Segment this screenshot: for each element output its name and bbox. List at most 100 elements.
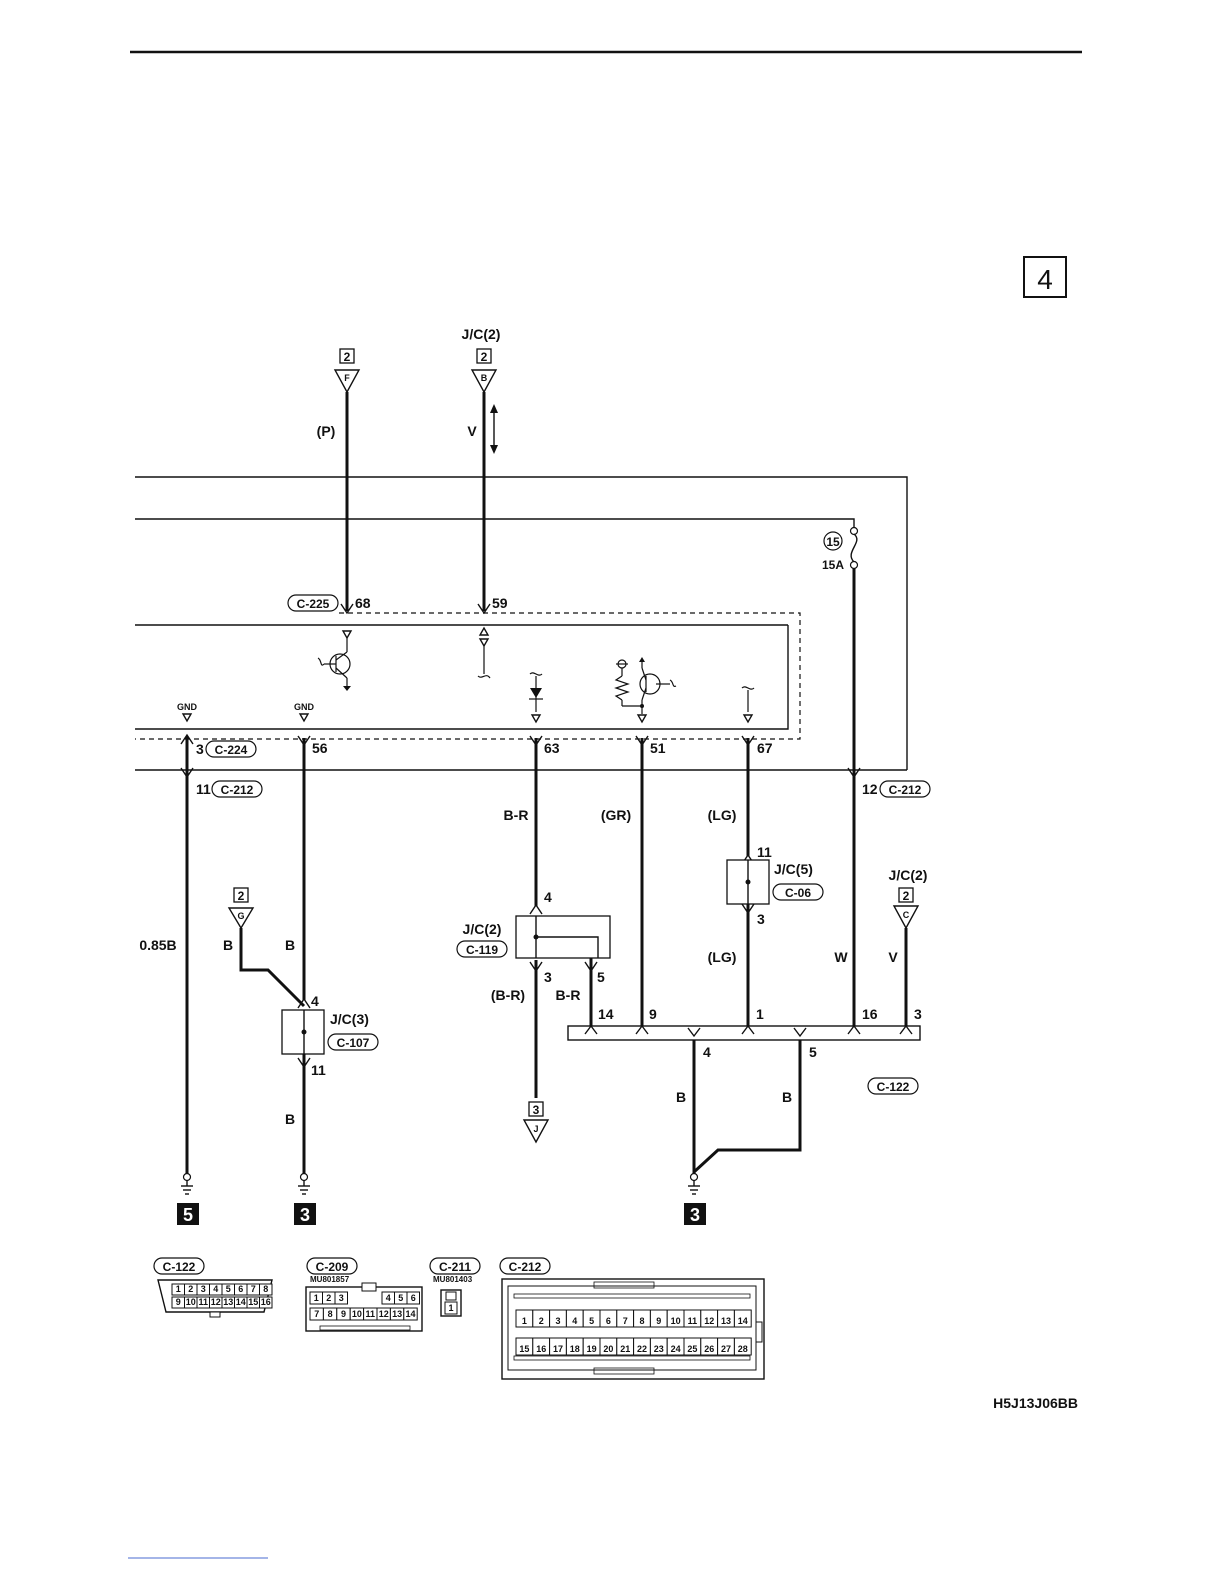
svg-text:2: 2: [344, 350, 351, 364]
wire-b-dlc-5: [692, 1040, 802, 1174]
svg-text:F: F: [344, 373, 350, 383]
page-number: 4: [1037, 264, 1053, 295]
svg-text:3: 3: [690, 1205, 700, 1225]
wire-label-b-dlc-5: B: [782, 1089, 792, 1105]
junction-jc3: 4 J/C(3) C-107 11: [281, 993, 379, 1078]
svg-text:J: J: [533, 1124, 538, 1134]
c212-pin-12: 12: [704, 1316, 714, 1326]
c212-pin-20: 20: [603, 1344, 613, 1354]
c212-pin-25: 25: [687, 1344, 697, 1354]
wire-b-r: [529, 735, 543, 1098]
jc2-top-label: J/C(2): [462, 326, 501, 342]
c212-pin-6: 6: [606, 1316, 611, 1326]
svg-text:C-212: C-212: [889, 783, 922, 797]
wire-color-p: (P): [317, 423, 336, 439]
c212-pin-22: 22: [637, 1344, 647, 1354]
svg-text:C-107: C-107: [337, 1036, 370, 1050]
svg-text:2: 2: [481, 350, 488, 364]
c212-pin-1: 1: [522, 1316, 527, 1326]
c212-pin-4: 4: [572, 1316, 577, 1326]
svg-text:C-225: C-225: [297, 597, 330, 611]
svg-text:B: B: [481, 373, 488, 383]
c212-pin-19: 19: [587, 1344, 597, 1354]
page-number-box: [1023, 256, 1067, 298]
c209-pin-8: 8: [328, 1309, 333, 1319]
c212-pin-3: 3: [555, 1316, 560, 1326]
wire-w: [847, 568, 861, 1036]
c212-pin-28: 28: [738, 1344, 748, 1354]
c122-pin-13: 13: [223, 1297, 233, 1307]
c212-pin-21: 21: [620, 1344, 630, 1354]
connector-view-label-c-212: C-212: [499, 1257, 551, 1275]
c212-pin-26: 26: [704, 1344, 714, 1354]
ref-connector-b: 2 B: [470, 348, 498, 394]
c209-pin-6: 6: [411, 1293, 416, 1303]
wire-label-b-r: B-R: [504, 807, 529, 823]
c122-pin-3: 3: [201, 1284, 206, 1294]
c212-pin-8: 8: [639, 1316, 644, 1326]
dlc-pin-14: 14: [598, 1006, 614, 1022]
c212-pin-2: 2: [539, 1316, 544, 1326]
c122-pin-1: 1: [176, 1284, 181, 1294]
wire-label-v-right: V: [888, 949, 898, 965]
wire-gr: [635, 735, 649, 1036]
svg-text:11: 11: [757, 844, 772, 860]
pin-63: 63: [544, 740, 560, 756]
dlc-pin-5: 5: [809, 1044, 817, 1060]
fuse-15: 15 15A: [822, 526, 859, 572]
svg-text:J/C(5): J/C(5): [774, 861, 813, 877]
dlc-pin-3: 3: [914, 1006, 922, 1022]
connector-view-label-c-122: C-122: [153, 1257, 205, 1275]
wire-0-85b: [180, 733, 194, 1174]
c122-pin-10: 10: [186, 1297, 196, 1307]
svg-text:3: 3: [300, 1205, 310, 1225]
connector-view-c211: 1: [440, 1289, 462, 1317]
svg-text:4: 4: [544, 889, 552, 905]
gnd-label-2: GND: [294, 702, 315, 712]
wire-color-v-top: V: [467, 423, 477, 439]
c209-pin-4: 4: [386, 1293, 391, 1303]
c212-pin-23: 23: [654, 1344, 664, 1354]
wire-b-from-g: [239, 928, 306, 1008]
pin-59: 59: [492, 595, 508, 611]
svg-text:5: 5: [597, 969, 605, 985]
wire-label-b-lower: B: [285, 1111, 295, 1127]
dlc-pin-16: 16: [862, 1006, 878, 1022]
gnd-label-1: GND: [177, 702, 198, 712]
svg-text:MU801857: MU801857: [310, 1275, 350, 1284]
c122-pin-7: 7: [251, 1284, 256, 1294]
c209-pin-12: 12: [379, 1309, 389, 1319]
svg-text:3: 3: [757, 911, 765, 927]
harness-inner-frame: [135, 518, 855, 527]
input-icon-59: [477, 646, 491, 679]
c209-pin-2: 2: [326, 1293, 331, 1303]
c212-pin-7: 7: [623, 1316, 628, 1326]
svg-text:4: 4: [311, 993, 319, 1009]
c209-pin-11: 11: [366, 1309, 376, 1319]
wire-label-0-85b: 0.85B: [139, 937, 176, 953]
c122-pin-6: 6: [238, 1284, 243, 1294]
svg-text:MU801403: MU801403: [433, 1275, 473, 1284]
c212-pin-5: 5: [589, 1316, 594, 1326]
dlc-pin-4: 4: [703, 1044, 711, 1060]
wire-label-b-g: B: [223, 937, 233, 953]
c209-pin-7: 7: [314, 1309, 319, 1319]
wire-b-56: [297, 735, 311, 1174]
ref-connector-j: 3 J: [522, 1101, 550, 1144]
c122-pin-11: 11: [198, 1297, 208, 1307]
wire-label-lg: (LG): [708, 807, 737, 823]
c122-pin-15: 15: [248, 1297, 258, 1307]
connector-label-c212-right: C-212: [879, 780, 931, 798]
svg-text:C-122: C-122: [163, 1260, 196, 1274]
svg-text:C-122: C-122: [877, 1080, 910, 1094]
ground-ref-3b: 3: [684, 1203, 706, 1225]
ground-icon-2: [298, 1172, 310, 1195]
dlc-connector-bar: [567, 1025, 921, 1041]
diode-icon-63: [529, 672, 543, 724]
svg-text:G: G: [237, 911, 244, 921]
pin-arrow-59: [477, 603, 491, 615]
